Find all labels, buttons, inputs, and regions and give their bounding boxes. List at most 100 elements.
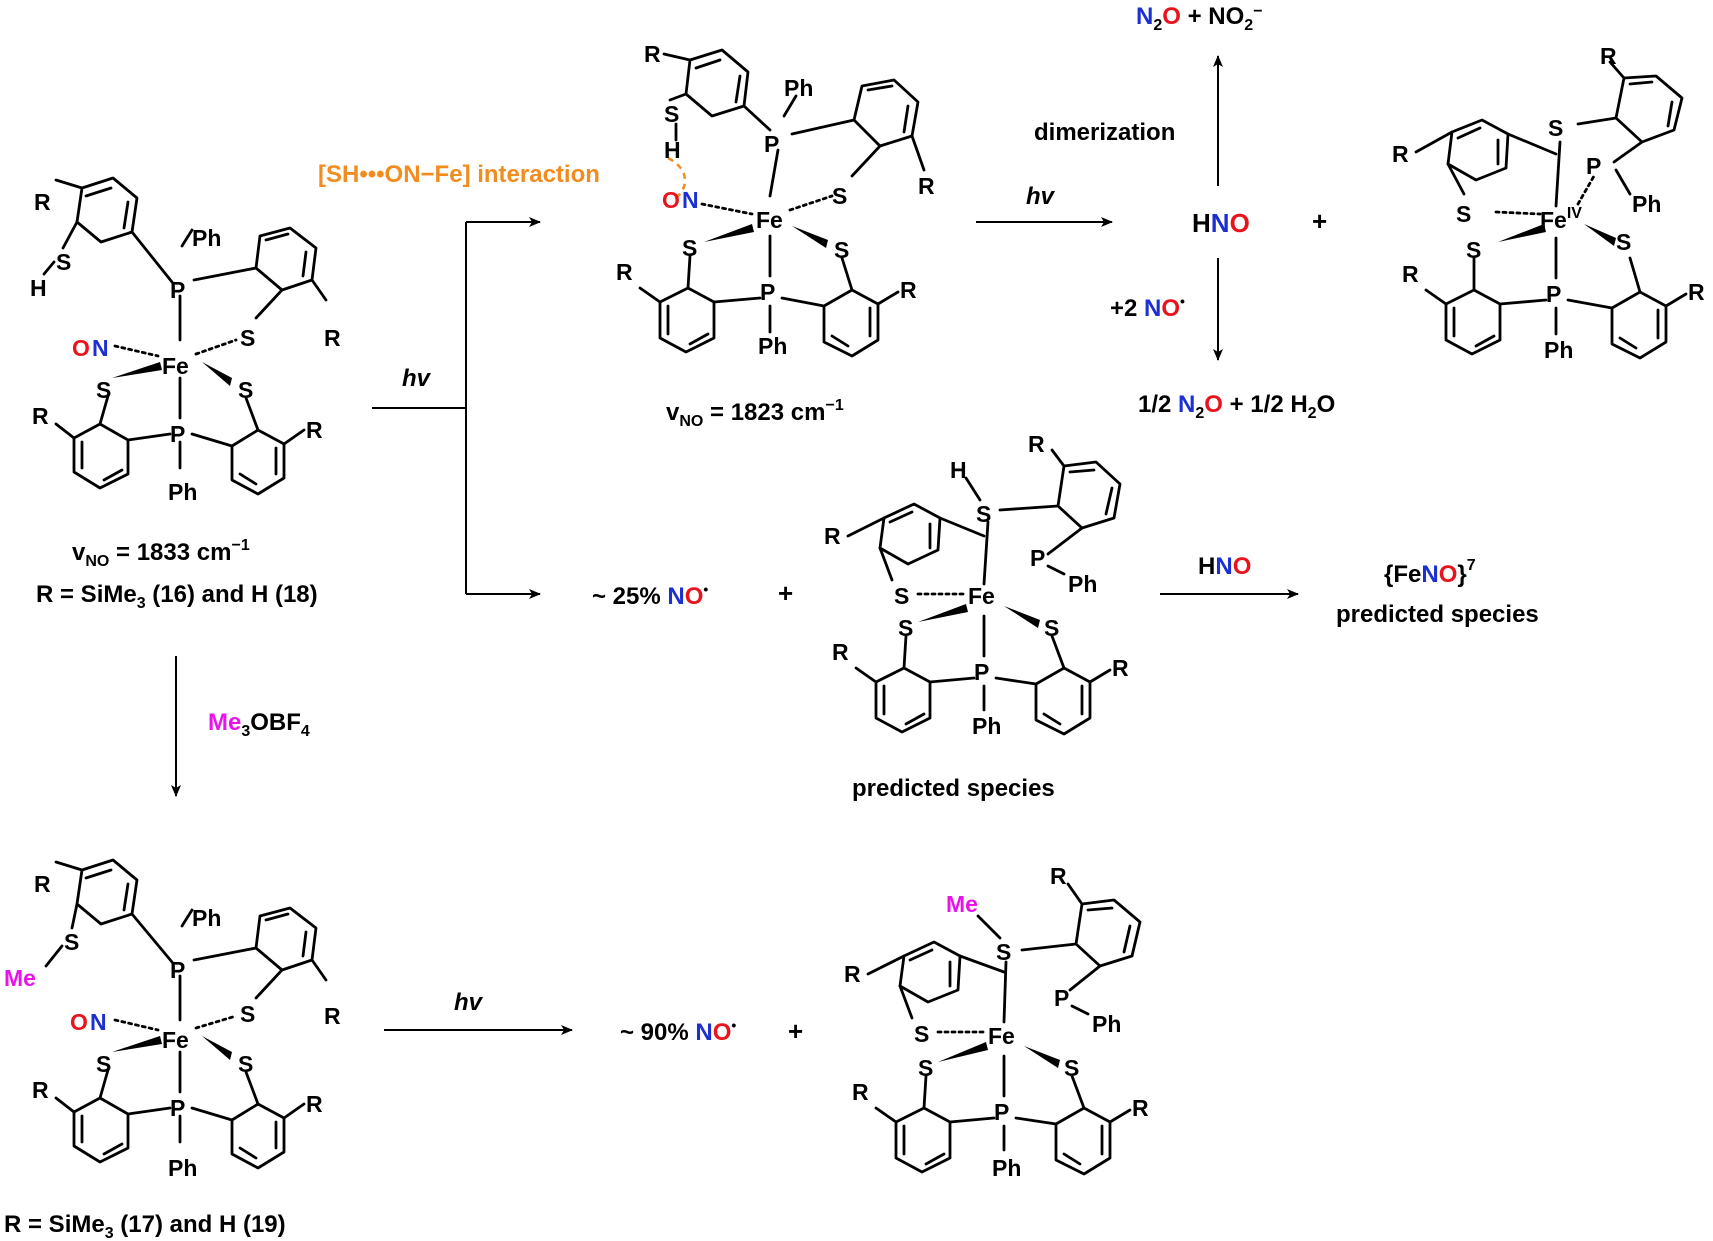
atom-p: P bbox=[994, 1099, 1009, 1125]
atom-ph: Ph bbox=[1632, 191, 1661, 217]
atom-r: R bbox=[844, 961, 861, 987]
atom-fe: Fe bbox=[988, 1023, 1015, 1049]
atom-p: P bbox=[764, 131, 779, 157]
atom-r: R bbox=[324, 325, 341, 351]
atom-o: O bbox=[662, 187, 680, 213]
atom-p: P bbox=[170, 277, 185, 303]
atom-r: R bbox=[1028, 431, 1045, 457]
atom-n: N bbox=[90, 1009, 107, 1035]
atom-ph: Ph bbox=[1092, 1011, 1121, 1037]
plus-sign: + bbox=[788, 1016, 803, 1046]
atom-r: R bbox=[616, 259, 633, 285]
atom-fe: Fe bbox=[162, 353, 189, 379]
atom-r: R bbox=[34, 871, 51, 897]
atom-s: S bbox=[64, 929, 79, 955]
atom-o: O bbox=[72, 335, 90, 361]
vno-product-label: vNO = 1823 cm−1 bbox=[666, 397, 844, 430]
atom-s: S bbox=[832, 183, 847, 209]
s-methyl-fe-product bbox=[866, 882, 1142, 1176]
r-methyl-label: R = SiMe3 (17) and H (19) bbox=[4, 1211, 286, 1241]
atom-fe-iv: FeIV bbox=[1540, 205, 1582, 233]
atom-r: R bbox=[34, 189, 51, 215]
atom-r: R bbox=[306, 417, 323, 443]
atom-me: Me bbox=[946, 891, 978, 917]
methylated-complex bbox=[44, 858, 328, 1170]
atom-p: P bbox=[170, 1095, 185, 1121]
hv-label-1: hv bbox=[402, 365, 432, 392]
r-start-label: R = SiMe3 (16) and H (18) bbox=[36, 581, 318, 612]
atom-ph: Ph bbox=[992, 1155, 1021, 1181]
atom-me: Me bbox=[4, 965, 36, 991]
hv-label-2: hv bbox=[1026, 183, 1056, 210]
atom-ph: Ph bbox=[758, 333, 787, 359]
atom-s: S bbox=[96, 1051, 111, 1077]
starting-complex bbox=[42, 176, 328, 496]
atom-p: P bbox=[974, 659, 989, 685]
atom-o: O bbox=[70, 1009, 88, 1035]
me3obf4-reagent: Me3OBF4 bbox=[208, 709, 310, 740]
atom-r: R bbox=[1600, 43, 1617, 69]
atom-s: S bbox=[682, 235, 697, 261]
n2o-no2-products: N2O + NO2− bbox=[1136, 3, 1263, 34]
atom-p: P bbox=[1030, 545, 1045, 571]
atom-s: S bbox=[834, 237, 849, 263]
atom-p: P bbox=[1586, 153, 1601, 179]
atom-s: S bbox=[996, 939, 1011, 965]
atom-n: N bbox=[92, 335, 109, 361]
no-yield-25: ~ 25% NO• bbox=[592, 581, 708, 610]
atom-p: P bbox=[760, 279, 775, 305]
atom-s: S bbox=[238, 377, 253, 403]
atom-r: R bbox=[32, 1077, 49, 1103]
atom-fe: Fe bbox=[162, 1027, 189, 1053]
feno7-label: {FeNO}7 bbox=[1384, 557, 1476, 588]
atom-s: S bbox=[664, 101, 679, 127]
feno7-predicted-label: predicted species bbox=[1336, 601, 1539, 628]
atom-r: R bbox=[832, 639, 849, 665]
atom-s: S bbox=[1456, 201, 1471, 227]
vno-start-label: vNO = 1833 cm−1 bbox=[72, 537, 250, 570]
atom-s: S bbox=[96, 377, 111, 403]
atom-r: R bbox=[1132, 1095, 1149, 1121]
atom-p: P bbox=[170, 957, 185, 983]
predicted-fe-complex bbox=[846, 448, 1122, 736]
plus-sign: + bbox=[1312, 206, 1327, 236]
atom-r: R bbox=[1402, 261, 1419, 287]
hv-label-3: hv bbox=[454, 989, 484, 1016]
atom-s: S bbox=[918, 1055, 933, 1081]
atom-s: S bbox=[1044, 615, 1059, 641]
atom-r: R bbox=[324, 1003, 341, 1029]
atom-fe: Fe bbox=[756, 207, 783, 233]
atom-n: N bbox=[682, 187, 699, 213]
atom-s: S bbox=[1548, 115, 1563, 141]
atom-ph: Ph bbox=[1544, 337, 1573, 363]
atom-s: S bbox=[1064, 1055, 1079, 1081]
atom-fe: Fe bbox=[968, 583, 995, 609]
hno-reagent-label: HNO bbox=[1198, 553, 1251, 580]
plus-2-no-label: +2 NO• bbox=[1110, 293, 1185, 322]
atom-h: H bbox=[664, 137, 681, 163]
atom-s: S bbox=[898, 615, 913, 641]
atom-s: S bbox=[1466, 237, 1481, 263]
atom-r: R bbox=[1112, 655, 1129, 681]
predicted-species-label: predicted species bbox=[852, 775, 1055, 802]
atom-s: S bbox=[238, 1051, 253, 1077]
no-yield-90: ~ 90% NO• bbox=[620, 1017, 736, 1046]
atom-r: R bbox=[852, 1079, 869, 1105]
atom-r: R bbox=[900, 277, 917, 303]
plus-sign: + bbox=[778, 578, 793, 608]
atom-s: S bbox=[914, 1021, 929, 1047]
atom-h: H bbox=[950, 457, 967, 483]
atom-r: R bbox=[1688, 279, 1705, 305]
atom-ph: Ph bbox=[192, 225, 221, 251]
atom-p: P bbox=[1546, 281, 1561, 307]
dimerization-label: dimerization bbox=[1034, 119, 1175, 146]
atom-ph: Ph bbox=[168, 479, 197, 505]
atom-r: R bbox=[1392, 141, 1409, 167]
atom-ph: Ph bbox=[192, 905, 221, 931]
interaction-label: [SH•••ON−Fe] interaction bbox=[318, 161, 600, 188]
atom-p: P bbox=[170, 421, 185, 447]
hno-label: HNO bbox=[1192, 208, 1250, 238]
atom-s: S bbox=[976, 501, 991, 527]
atom-r: R bbox=[918, 173, 935, 199]
